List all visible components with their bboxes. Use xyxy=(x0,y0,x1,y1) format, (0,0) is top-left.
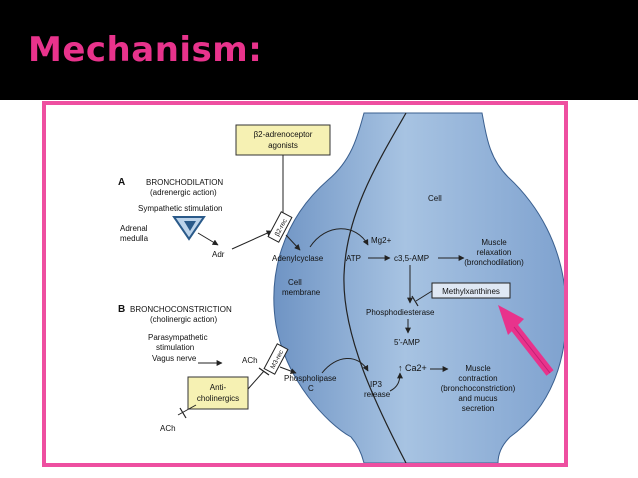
atp-label: ATP xyxy=(346,254,361,263)
anticholinergics-box xyxy=(187,376,249,410)
pink-pointer-arrow-icon xyxy=(498,305,554,376)
ip3-label-1: IP3 xyxy=(370,380,383,389)
contraction-label-2: contraction xyxy=(458,374,497,383)
phosphodiesterase-label: Phosphodiesterase xyxy=(366,308,435,317)
cell-body xyxy=(273,112,567,464)
membrane-label-2: membrane xyxy=(282,288,321,297)
methylxanthines-label: Methylxanthines xyxy=(442,287,500,296)
ip3-label-2: release xyxy=(364,390,391,399)
relaxation-label-2: relaxation xyxy=(477,248,512,257)
phospholipase-label-1: Phospholipase xyxy=(284,374,337,383)
contraction-label-3: (bronchoconstriction) xyxy=(441,384,516,393)
mg-label: Mg2+ xyxy=(371,236,392,245)
arrow-adr-receptor xyxy=(231,230,273,250)
mechanism-diagram: β2-adrenoceptor agonists A BRONCHODILATI… xyxy=(118,112,567,464)
relaxation-label-3: (bronchodilation) xyxy=(464,258,524,267)
adrenal-label-1: Adrenal xyxy=(120,224,148,233)
vagus-label: Vagus nerve xyxy=(152,354,197,363)
adrenal-triangle-inner-icon xyxy=(184,221,196,231)
inhibit-ach-bottom-bar xyxy=(179,407,187,419)
section-a-letter: A xyxy=(118,177,125,188)
relaxation-label-1: Muscle xyxy=(481,238,507,247)
contraction-label-1: Muscle xyxy=(465,364,491,373)
methylxanthines-box xyxy=(431,282,511,299)
diagram-frame: β2-adrenoceptor agonists A BRONCHODILATI… xyxy=(42,101,568,467)
beta2-agonist-label-1: β2-adrenoceptor xyxy=(254,130,313,139)
camp-label: c3,5-AMP xyxy=(394,254,429,263)
five-amp-label: 5'-AMP xyxy=(394,338,420,347)
adr-label: Adr xyxy=(212,250,225,259)
ca-label: ↑ Ca2+ xyxy=(398,363,427,373)
inhibit-anticholinergics-bar xyxy=(258,367,270,376)
ach-label: ACh xyxy=(242,356,258,365)
anticholinergics-label-1: Anti- xyxy=(210,383,227,392)
beta2-receptor xyxy=(267,211,293,243)
arrow-receptor-phospholipase xyxy=(279,366,297,374)
beta2-agonist-box xyxy=(235,124,331,156)
section-a-title: BRONCHODILATION xyxy=(146,178,223,187)
parasympathetic-label-1: Parasympathetic xyxy=(148,333,208,342)
arrow-receptor-adenylcyclase xyxy=(285,234,301,251)
membrane-line xyxy=(343,112,407,464)
phospholipase-label-2: C xyxy=(308,384,314,393)
anticholinergics-label-2: cholinergics xyxy=(197,394,239,403)
inhibit-bar xyxy=(411,295,419,307)
section-b-title: BRONCHOCONSTRICTION xyxy=(130,305,232,314)
m3-receptor xyxy=(263,343,289,375)
arrow-phospholipase-curve xyxy=(321,358,369,374)
arrow-adrenal-adr xyxy=(197,232,219,246)
adenylcyclase-label: Adenylcyclase xyxy=(272,254,324,263)
title-bar: Mechanism: xyxy=(0,0,638,100)
parasympathetic-label-2: stimulation xyxy=(156,343,194,352)
inhibit-methylxanthines xyxy=(415,290,433,302)
contraction-label-4: and mucus xyxy=(458,394,497,403)
section-b-subtitle: (cholinergic action) xyxy=(150,315,217,324)
cell-label: Cell xyxy=(428,194,442,203)
arrow-adenylcyclase-curve xyxy=(309,228,369,248)
slide-title: Mechanism: xyxy=(28,30,263,70)
ach-bottom-label: ACh xyxy=(160,424,176,433)
arrow-ip3-ca xyxy=(389,372,403,392)
inhibit-ach-bottom xyxy=(177,404,197,416)
beta2-agonist-label-2: agonists xyxy=(268,141,298,150)
inhibit-anticholinergics xyxy=(247,370,265,390)
section-a-subtitle: (adrenergic action) xyxy=(150,188,217,197)
adrenal-label-2: medulla xyxy=(120,234,149,243)
sympathetic-label: Sympathetic stimulation xyxy=(138,204,222,213)
contraction-label-5: secretion xyxy=(462,404,494,413)
section-b-letter: B xyxy=(118,304,125,315)
membrane-label-1: Cell xyxy=(288,278,302,287)
